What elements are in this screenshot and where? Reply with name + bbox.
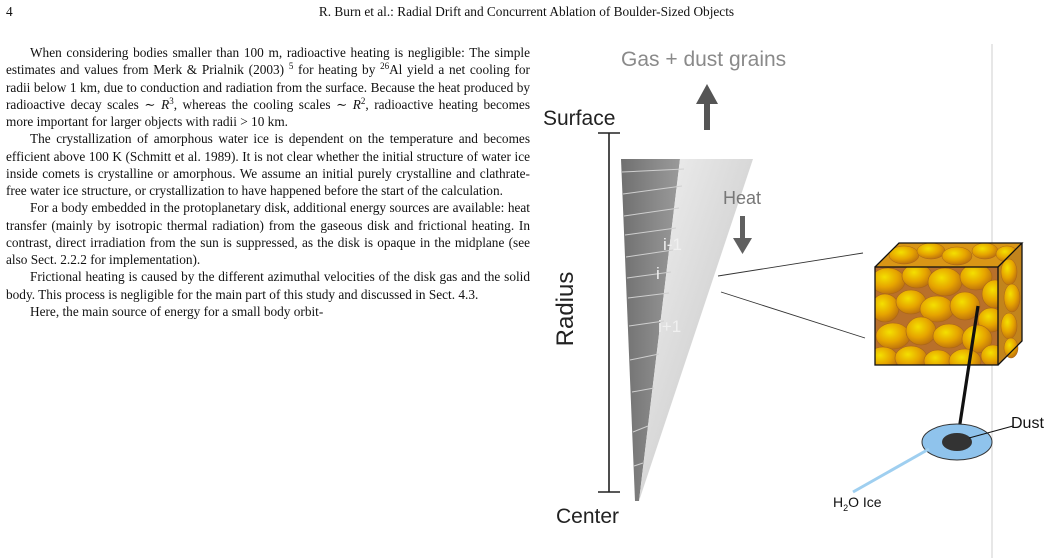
layer-label-below: i+1 [658, 317, 682, 336]
isotope-mass-number: 26 [380, 61, 390, 72]
gas-dust-label: Gas + dust grains [621, 48, 787, 71]
heat-label: Heat [723, 188, 762, 208]
body-text-column: When considering bodies smaller than 100… [6, 44, 530, 320]
running-header: 4 R. Burn et al.: Radial Drift and Concu… [0, 4, 1053, 24]
radius-scale-bar [598, 132, 620, 493]
paragraph-main-source: Here, the main source of energy for a sm… [30, 303, 324, 319]
page-number: 4 [6, 4, 13, 19]
grain-cross-section [852, 423, 1014, 494]
grain-box [874, 242, 1024, 366]
ice-leader [852, 447, 930, 494]
heat-arrow-icon [733, 216, 752, 254]
surface-label: Surface [543, 107, 616, 130]
leader-line-bottom [720, 291, 866, 339]
figure-graphics [598, 44, 1024, 558]
layer-label-current: i [656, 264, 660, 283]
up-arrow-icon [696, 84, 718, 130]
paragraph-radioactive-heating: When considering bodies smaller than 100… [6, 45, 530, 129]
paragraph-crystallization: The crystallization of amorphous water i… [6, 131, 530, 198]
layer-label-above: i-1 [663, 235, 682, 254]
paragraph-energy-sources: For a body embedded in the protoplanetar… [6, 200, 530, 267]
figure-radial-model: Gas + dust grains Surface Heat i-1 i i+1… [533, 36, 1053, 558]
center-label: Center [556, 505, 620, 528]
dust-leader [968, 425, 1014, 439]
leader-line-top [717, 252, 864, 277]
footnote-marker: 5 [288, 61, 294, 72]
paragraph-frictional-heating: Frictional heating is caused by the diff… [6, 269, 530, 302]
dust-label: Dust [1011, 415, 1044, 432]
ice-label: H2O Ice [833, 494, 882, 513]
zoom-pointer [955, 305, 980, 444]
radial-wedge [621, 159, 753, 501]
running-title: R. Burn et al.: Radial Drift and Concurr… [318, 4, 735, 19]
radius-label: Radius [552, 271, 579, 347]
